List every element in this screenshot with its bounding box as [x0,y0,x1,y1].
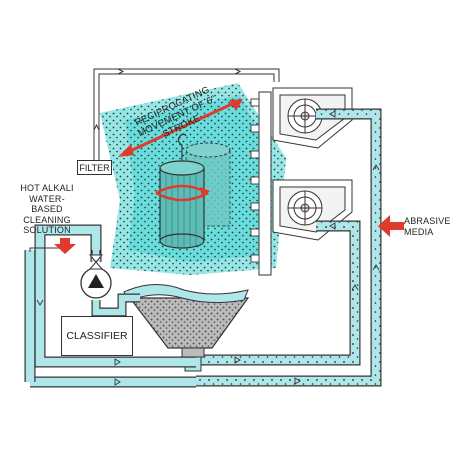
abrasive-media-pipe [196,108,382,387]
reciprocating-arrow [118,99,243,157]
cleaning-solution-arrow [54,238,76,254]
nozzle-manifold [250,91,272,276]
pump [80,267,112,299]
blast-wheel-upper [272,87,353,149]
abrasive-media-arrow [378,215,404,237]
filter-box: FILTER [77,160,112,175]
rotating-basket [155,133,231,249]
collection-hopper [123,284,250,372]
filter-label: FILTER [79,162,110,173]
cleaning-solution-label: HOT ALKALI WATER-BASED CLEANING SOLUTION [20,183,74,235]
valve [88,254,104,270]
filter-return-line [93,68,280,161]
abrasive-media-label: ABRASIVE MEDIA [404,216,451,237]
classifier-box: CLASSIFIER [61,316,133,356]
classifier-label: CLASSIFIER [66,330,128,342]
